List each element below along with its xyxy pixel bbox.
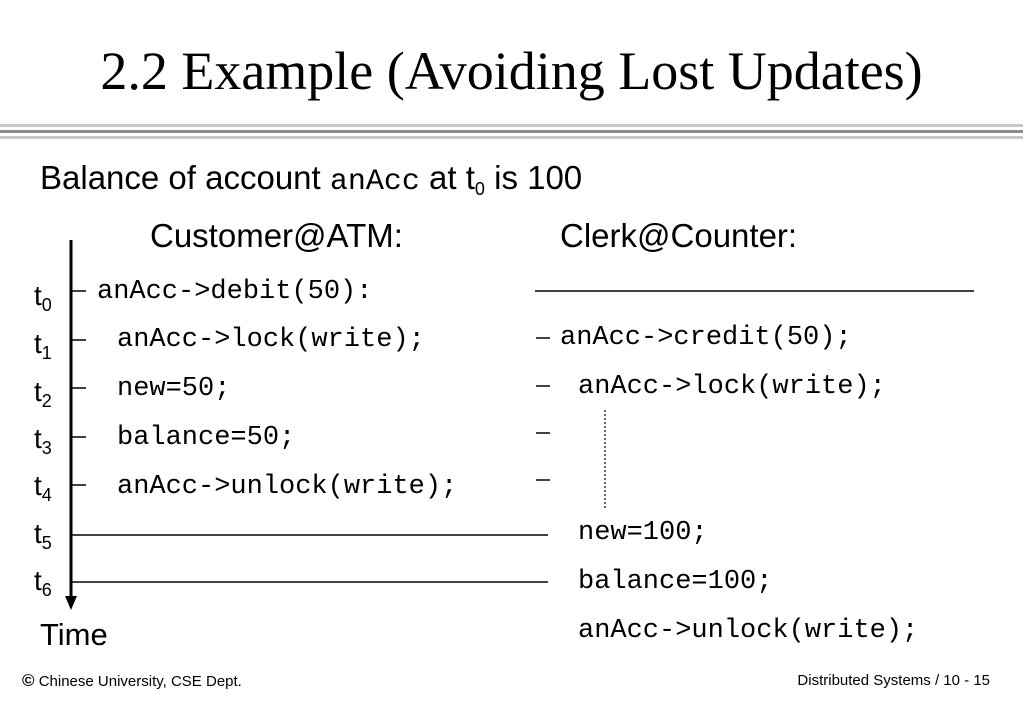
time-axis-arrowhead bbox=[65, 596, 77, 610]
time-axis-label: Time bbox=[40, 617, 108, 652]
clerk-code-line: anAcc->credit(50); bbox=[560, 323, 852, 353]
customer-code-line: anAcc->lock(write); bbox=[117, 325, 425, 355]
customer-code-line: anAcc->debit(50): bbox=[97, 277, 373, 307]
account-name: anAcc bbox=[329, 165, 420, 199]
balance-statement-suffix: is 100 bbox=[484, 159, 583, 196]
slide-title: 2.2 Example (Avoiding Lost Updates) bbox=[100, 41, 923, 101]
clerk-column-header: Clerk@Counter: bbox=[560, 217, 798, 254]
footer-left: © Chinese University, CSE Dept. bbox=[22, 672, 242, 691]
time-label-t1: t1 bbox=[34, 328, 52, 363]
balance-statement: Balance of account anAcc at t0 is 100 bbox=[40, 158, 582, 202]
title-separator-top bbox=[0, 124, 1023, 127]
footer-right: Distributed Systems / 10 - 15 bbox=[797, 672, 990, 689]
time-label-t0: t0 bbox=[34, 280, 52, 315]
balance-statement-sub: 0 bbox=[474, 179, 485, 199]
customer-code-line: balance=50; bbox=[117, 423, 296, 453]
clerk-code-line: anAcc->lock(write); bbox=[578, 372, 886, 402]
clerk-code-line: anAcc->unlock(write); bbox=[578, 616, 919, 646]
time-label-t5: t5 bbox=[34, 518, 52, 553]
time-label-t4: t4 bbox=[34, 470, 52, 505]
balance-statement-prefix: Balance of account bbox=[40, 159, 330, 196]
time-label-t6: t6 bbox=[34, 565, 52, 600]
clerk-code-line: new=100; bbox=[578, 518, 708, 548]
balance-statement-mid: at t bbox=[419, 159, 475, 196]
time-label-t2: t2 bbox=[34, 376, 52, 411]
time-label-t3: t3 bbox=[34, 423, 52, 458]
customer-column-header: Customer@ATM: bbox=[150, 217, 403, 254]
customer-code-line: anAcc->unlock(write); bbox=[117, 472, 458, 502]
title-separator-bottom bbox=[0, 136, 1023, 139]
title-separator-middle bbox=[0, 130, 1023, 133]
customer-code-line: new=50; bbox=[117, 374, 231, 404]
clerk-code-line: balance=100; bbox=[578, 567, 773, 597]
footer-institution: Chinese University, CSE Dept. bbox=[38, 673, 242, 690]
copyright-symbol: © bbox=[22, 671, 35, 690]
